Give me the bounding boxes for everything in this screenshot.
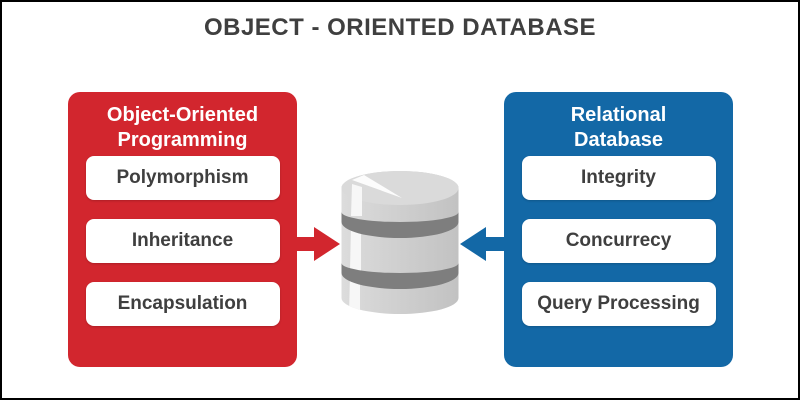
database-cylinder-icon (341, 171, 459, 314)
oop-item-polymorphism: Polymorphism (85, 156, 280, 200)
rdb-item-concurrecy: Concurrecy (521, 219, 716, 263)
oop-item-encapsulation: Encapsulation (85, 282, 280, 326)
rdb-item-integrity: Integrity (521, 156, 716, 200)
oop-to-database-arrow-icon (296, 227, 340, 261)
cylinder-slice-highlight (352, 175, 402, 198)
rdb-item-query-processing: Query Processing (521, 282, 716, 326)
oop-item-inheritance: Inheritance (85, 219, 280, 263)
center-graphic (296, 171, 504, 314)
oop-panel-title: Object-Oriented Programming (106, 104, 259, 151)
page-title: OBJECT - ORIENTED DATABASE (203, 14, 597, 41)
rdb-to-database-arrow-icon (460, 227, 504, 261)
rdb-panel-title: Relational Database (570, 104, 667, 151)
rdb-panel: Relational Database Integrity Concurrecy… (504, 92, 733, 367)
oop-panel: Object-Oriented Programming Polymorphism… (68, 92, 297, 367)
